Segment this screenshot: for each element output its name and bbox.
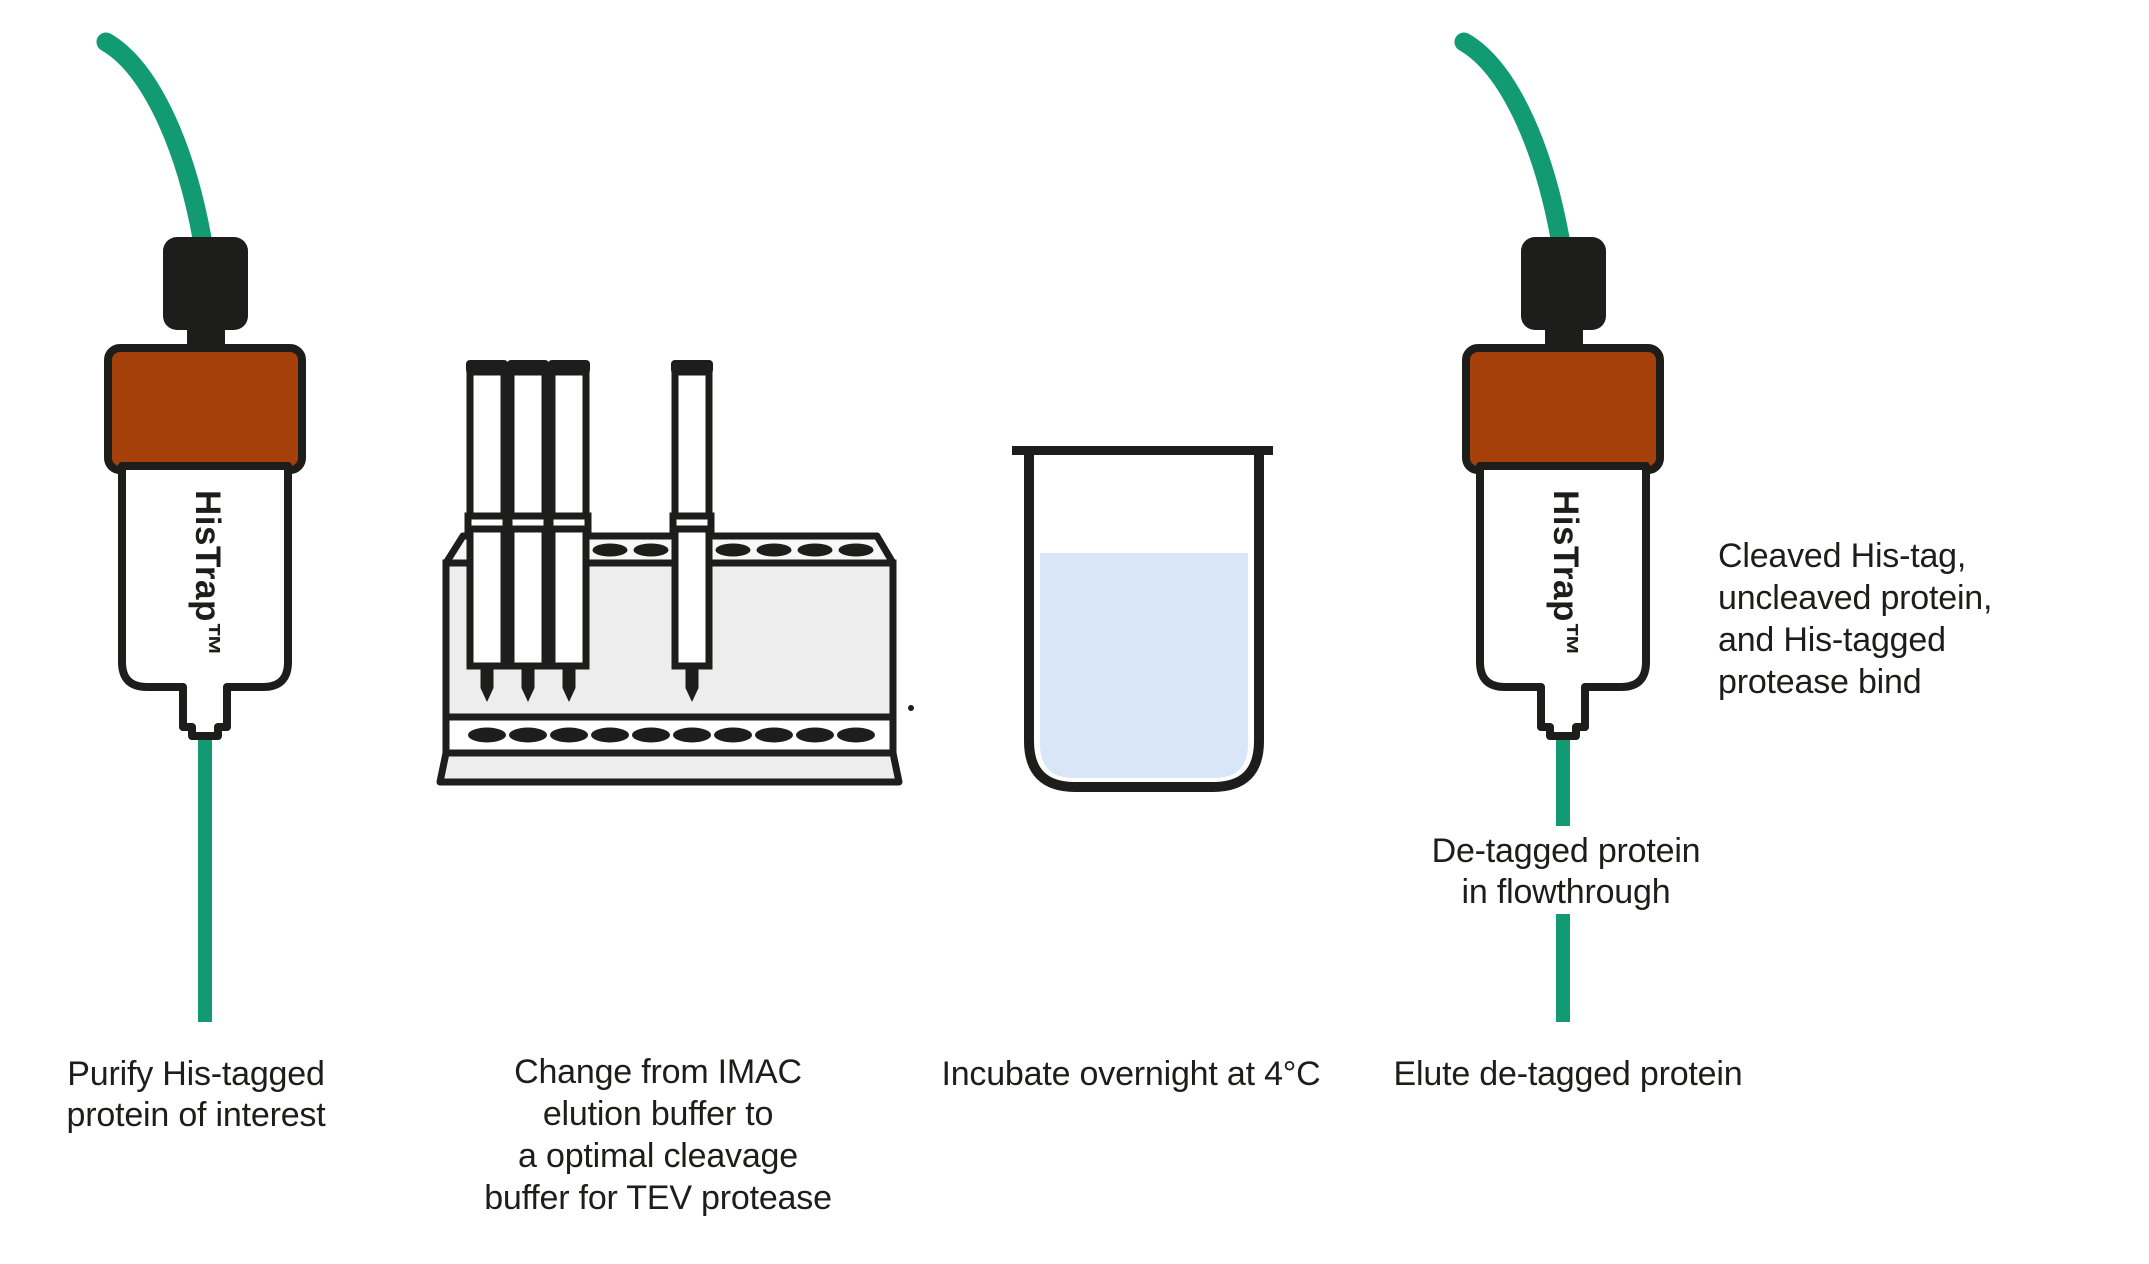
column-top-connector — [1521, 237, 1606, 330]
tube-tip — [480, 664, 494, 702]
tube-collar — [505, 512, 551, 533]
note-line: Cleaved His-tag, — [1718, 537, 1966, 575]
rack-hole — [714, 727, 752, 743]
column-adapter-cap — [1462, 344, 1664, 474]
bind-note: Cleaved His-tag, uncleaved protein, and … — [1718, 537, 1992, 701]
tube-collar — [546, 512, 592, 533]
column-label: HisTrap™ — [188, 490, 227, 657]
spin-column-tube — [505, 360, 551, 702]
outlet-tubing-right-upper — [1556, 738, 1570, 826]
rack-hole — [591, 727, 629, 743]
rack-hole — [468, 727, 506, 743]
spin-column-tube — [669, 360, 715, 702]
caption-line: buffer for TEV protease — [484, 1179, 832, 1217]
rack-hole — [755, 727, 793, 743]
tube-collar — [464, 512, 510, 533]
inlet-tubing-left — [96, 32, 212, 248]
note-line: protease bind — [1718, 663, 1921, 701]
rack-hole — [796, 727, 834, 743]
spin-column-tube — [546, 360, 592, 702]
histrap-column-right: HisTrap™ — [1454, 32, 1664, 1022]
column-body — [118, 462, 292, 740]
tube-tip — [685, 664, 699, 702]
rack-bottom-holes — [468, 727, 875, 743]
rack-hole — [509, 727, 547, 743]
rack-hole — [756, 543, 792, 557]
caption-step4: Elute de-tagged protein — [1394, 1055, 1743, 1093]
spin-column-tube — [464, 360, 510, 702]
tube-rack — [436, 360, 914, 786]
caption-line: a optimal cleavage — [518, 1137, 798, 1175]
column-adapter-cap — [104, 344, 306, 474]
rack-hole — [550, 727, 588, 743]
outlet-tubing-right-lower — [1556, 914, 1570, 1022]
caption-line: Purify His-tagged — [67, 1055, 324, 1093]
column-body — [1476, 462, 1650, 740]
caption-step3: Incubate overnight at 4°C — [941, 1055, 1320, 1093]
beaker-walls — [1024, 455, 1264, 792]
rack-hole — [797, 543, 833, 557]
caption-step1: Purify His-tagged protein of interest — [67, 1055, 327, 1134]
tube-collar — [669, 512, 715, 533]
caption-line: protein of interest — [67, 1096, 327, 1134]
stray-dot — [908, 705, 914, 711]
rack-hole — [592, 543, 628, 557]
flowthrough-note: De-tagged protein in flowthrough — [1432, 832, 1701, 911]
tube-tip — [562, 664, 576, 702]
note-line: uncleaved protein, — [1718, 579, 1992, 617]
caption-line: Incubate overnight at 4°C — [941, 1055, 1320, 1093]
caption-line: elution buffer to — [543, 1095, 773, 1133]
rack-hole — [632, 727, 670, 743]
column-top-connector — [163, 237, 248, 330]
rack-hole — [633, 543, 669, 557]
inlet-tubing-right — [1454, 32, 1570, 248]
rack-hole — [838, 543, 874, 557]
note-line: De-tagged protein — [1432, 832, 1701, 870]
outlet-tubing-left — [198, 738, 212, 1022]
column-label: HisTrap™ — [1546, 490, 1585, 657]
caption-line: Change from IMAC — [514, 1053, 802, 1091]
beaker — [1012, 446, 1273, 792]
beaker-rim — [1012, 446, 1273, 455]
rack-hole — [837, 727, 875, 743]
rack-base-tray — [436, 749, 903, 786]
caption-line: Elute de-tagged protein — [1394, 1055, 1743, 1093]
caption-step2: Change from IMAC elution buffer to a opt… — [484, 1053, 832, 1217]
rack-hole — [715, 543, 751, 557]
note-line: in flowthrough — [1462, 873, 1671, 911]
histrap-column-left: HisTrap™ — [96, 32, 306, 1022]
note-line: and His-tagged — [1718, 621, 1946, 659]
rack-hole — [673, 727, 711, 743]
beaker-liquid — [1040, 553, 1248, 778]
tube-tip — [521, 664, 535, 702]
